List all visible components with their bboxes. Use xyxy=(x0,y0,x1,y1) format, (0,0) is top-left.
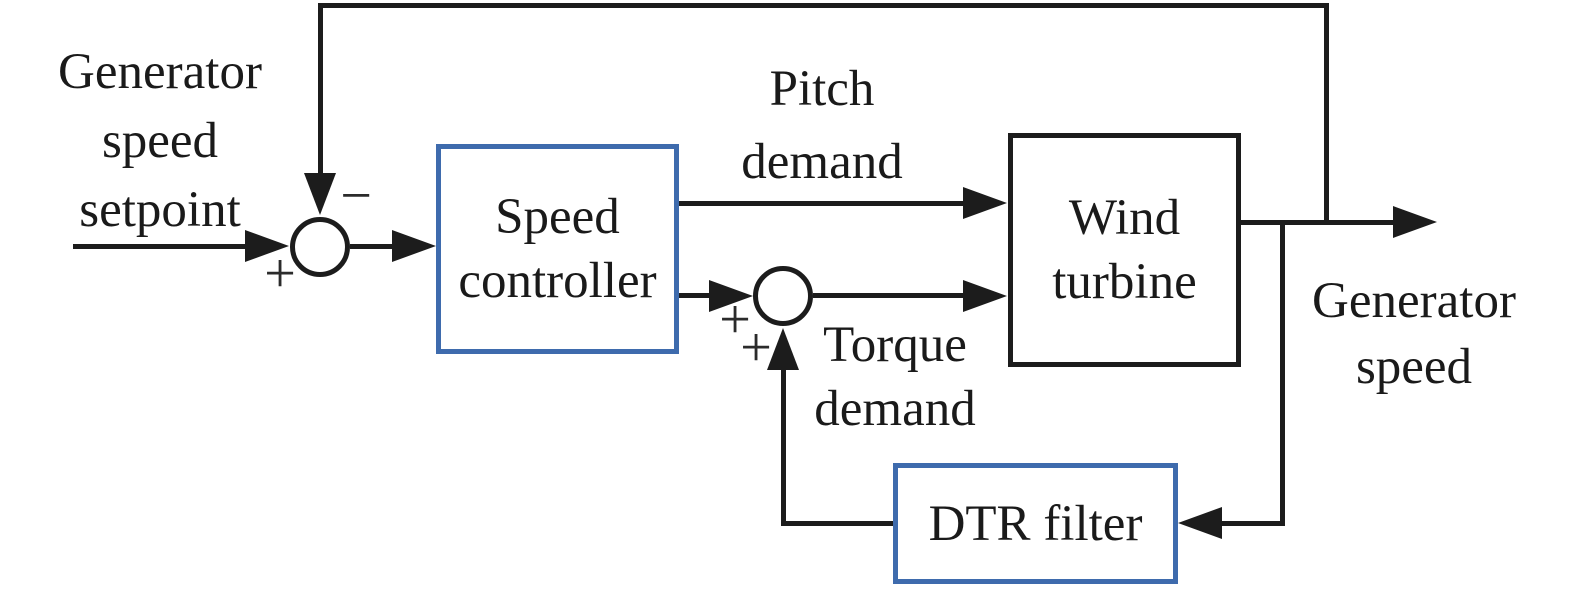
speed-controller-label-line2: controller xyxy=(458,253,657,309)
summing-junction-1 xyxy=(290,217,350,277)
torque-demand-line xyxy=(813,293,963,298)
torque-label-line1: Torque xyxy=(823,317,967,373)
generator-speed-label: Generator speed xyxy=(1264,268,1564,400)
sum1-plus-sign: + xyxy=(264,242,296,305)
wind-turbine-label-line1: Wind xyxy=(1068,190,1181,246)
summing-junction-2 xyxy=(753,266,813,326)
sum1-to-controller-line xyxy=(350,244,392,249)
speed-controller-block: Speed controller xyxy=(436,144,679,354)
feedback-line-drop-right xyxy=(1280,222,1285,524)
arrowhead-generator-speed-out-icon xyxy=(1393,206,1437,238)
dtr-output-horizontal-line xyxy=(781,521,893,526)
feedback-line-drop-left xyxy=(318,3,323,173)
generator-speed-setpoint-label: Generator speed setpoint xyxy=(30,38,290,245)
speed-controller-label-line1: Speed xyxy=(495,189,620,245)
arrowhead-pitch-into-turbine-icon xyxy=(963,187,1007,219)
pitch-label-line2: demand xyxy=(741,134,903,190)
setpoint-label-line1: Generator xyxy=(58,44,262,100)
turbine-output-line xyxy=(1241,220,1393,225)
controller-to-sum2-line xyxy=(679,293,711,298)
arrowhead-setpoint-into-sum1-icon xyxy=(245,230,289,262)
setpoint-input-line xyxy=(73,244,245,249)
arrowhead-dtr-into-sum2-icon xyxy=(767,328,799,370)
sum2-plus-left-sign: + xyxy=(719,288,751,351)
feedback-line-bottom xyxy=(1222,521,1285,526)
dtr-filter-block: DTR filter xyxy=(893,463,1178,584)
torque-demand-label: Torque demand xyxy=(745,313,1045,441)
arrowhead-into-controller-icon xyxy=(392,230,436,262)
sum2-plus-bottom-sign: + xyxy=(740,316,772,379)
pitch-demand-label: Pitch demand xyxy=(672,53,972,199)
pitch-label-line1: Pitch xyxy=(769,61,875,117)
arrowhead-torque-into-turbine-icon xyxy=(963,280,1007,312)
gen-speed-label-line2: speed xyxy=(1355,339,1473,395)
arrowhead-into-sum1-icon xyxy=(304,173,336,215)
arrowhead-into-sum2-icon xyxy=(709,280,753,312)
gen-speed-label-line1: Generator xyxy=(1312,273,1516,329)
feedback-line-top xyxy=(318,3,1327,8)
torque-label-line2: demand xyxy=(814,381,976,437)
feedback-line-rise-right xyxy=(1324,3,1329,225)
setpoint-label-line2: speed xyxy=(101,113,219,169)
setpoint-label-line3: setpoint xyxy=(79,182,241,238)
wind-turbine-label-line2: turbine xyxy=(1052,254,1197,310)
wind-turbine-block: Wind turbine xyxy=(1008,133,1241,367)
pitch-demand-line xyxy=(679,201,963,206)
sum1-minus-sign: − xyxy=(340,164,372,227)
dtr-to-sum2-vertical-line xyxy=(781,368,786,524)
arrowhead-into-dtr-icon xyxy=(1178,507,1222,539)
dtr-filter-label: DTR filter xyxy=(928,495,1143,552)
